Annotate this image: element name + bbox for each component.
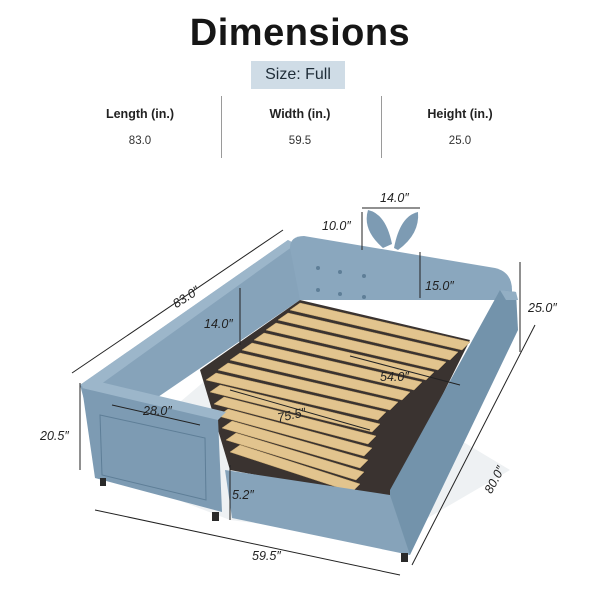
- size-badge: Size: Full: [251, 61, 345, 89]
- spec-height-value: 25.0: [448, 135, 472, 147]
- bunny-ear-right: [394, 212, 419, 250]
- leg: [401, 553, 408, 562]
- spec-length-label: Length (in.): [105, 107, 175, 121]
- dim-armrest-width: 28.0″: [142, 404, 172, 418]
- spec-divider: [381, 96, 382, 158]
- side-rail-top: [500, 290, 518, 300]
- front-rail: [225, 470, 410, 555]
- dimension-labels: 14.0″ 10.0″ 83.0″ 15.0″ 25.0″ 14.0″ 54.0…: [39, 191, 557, 563]
- spec-table: Length (in.) 83.0 Width (in.) 59.5 Heigh…: [60, 96, 540, 158]
- spec-width: Width (in.) 59.5: [220, 96, 380, 147]
- spec-width-label: Width (in.): [269, 107, 331, 121]
- spec-length: Length (in.) 83.0: [60, 96, 220, 147]
- front-armrest-top: [82, 380, 226, 420]
- page-title: Dimensions: [189, 12, 411, 54]
- dim-front-width: 59.5″: [252, 549, 281, 563]
- spec-divider: [221, 96, 222, 158]
- dim-total-height: 25.0″: [527, 301, 557, 315]
- dim-slat-height: 14.0″: [204, 317, 233, 331]
- dim-headboard-height: 15.0″: [425, 279, 454, 293]
- spec-width-value: 59.5: [288, 135, 312, 147]
- dim-inner-width: 54.0″: [380, 370, 409, 384]
- leg: [212, 512, 219, 521]
- bunny-ear-left: [366, 210, 392, 248]
- spec-length-value: 83.0: [128, 135, 152, 147]
- dim-armrest-height: 20.5″: [39, 429, 69, 443]
- side-rail: [390, 290, 518, 555]
- spec-height: Height (in.) 25.0: [380, 96, 540, 147]
- headboard: [290, 236, 512, 300]
- dim-ear-width: 14.0″: [380, 191, 409, 205]
- spec-height-label: Height (in.): [427, 107, 493, 121]
- headboard-buttons: [316, 266, 366, 299]
- dimension-lines: [71, 207, 536, 576]
- armrest-pocket: [99, 414, 207, 501]
- back-rail-top: [80, 240, 296, 392]
- back-rail: [80, 240, 300, 440]
- dim-inner-length: 75.5″: [276, 405, 308, 425]
- dim-leg-height: 5.2″: [232, 488, 254, 502]
- leg: [100, 478, 106, 486]
- dim-ear-height: 10.0″: [322, 219, 351, 233]
